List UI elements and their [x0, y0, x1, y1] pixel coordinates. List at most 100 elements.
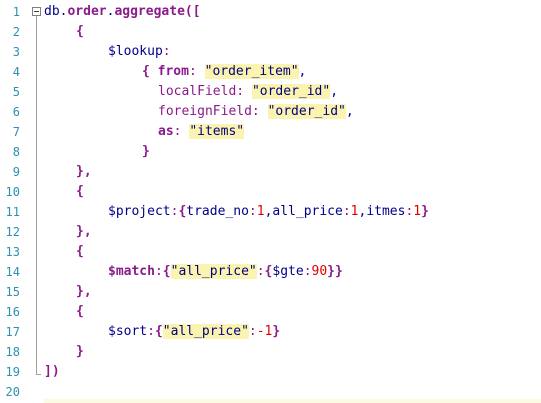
token: : — [405, 204, 414, 219]
code-line[interactable]: $project:{trade_no:1,all_price:1,itmes:1… — [108, 202, 429, 222]
line-number: 6 — [12, 105, 20, 119]
token: , — [330, 84, 339, 99]
code-line[interactable]: { from: "order_item", — [142, 62, 306, 82]
token: : — [248, 204, 257, 219]
token: , — [298, 64, 307, 79]
token: { — [76, 304, 84, 319]
line-number: 19 — [5, 365, 20, 379]
line-number: 20 — [5, 385, 20, 399]
code-line[interactable]: { — [76, 182, 84, 202]
token: . — [59, 4, 68, 19]
token: { — [178, 204, 187, 219]
token: ([ — [184, 4, 201, 19]
token: { — [76, 184, 84, 199]
token: : — [147, 324, 155, 339]
token: } — [142, 144, 150, 159]
line-number: 11 — [5, 205, 20, 219]
token: "all_price" — [170, 264, 257, 279]
line-number: 12 — [5, 225, 20, 239]
token: : — [303, 264, 312, 279]
line-number: 18 — [5, 345, 20, 359]
code-line[interactable]: }, — [76, 162, 92, 182]
line-number: 15 — [5, 285, 20, 299]
code-line[interactable]: } — [76, 342, 84, 362]
code-line[interactable]: ]) — [44, 362, 60, 382]
token: { — [76, 244, 84, 259]
line-number: 4 — [12, 65, 20, 79]
token: : — [256, 264, 265, 279]
current-line-highlight — [44, 399, 541, 403]
code-line[interactable]: } — [142, 142, 150, 162]
line-number: 5 — [12, 85, 20, 99]
token: order — [67, 4, 107, 19]
token: , — [345, 104, 354, 119]
code-line[interactable]: $match:{"all_price":{$gte:90}} — [108, 262, 343, 282]
token: $gte — [272, 264, 304, 279]
fold-guide-end — [36, 374, 41, 375]
token: }} — [327, 264, 343, 279]
code-line[interactable]: as: "items" — [158, 122, 245, 142]
token: $project — [108, 204, 171, 219]
token: 90 — [311, 264, 328, 279]
token: $lookup — [108, 44, 163, 59]
token: as — [158, 124, 174, 139]
token: 1 — [350, 204, 359, 219]
line-number: 13 — [5, 245, 20, 259]
line-number: 7 — [12, 125, 20, 139]
line-number: 17 — [5, 325, 20, 339]
token: all_price — [272, 204, 343, 219]
code-line[interactable]: { — [76, 302, 84, 322]
token: "order_id" — [267, 104, 346, 119]
line-number: 16 — [5, 305, 20, 319]
token: $sort — [108, 324, 148, 339]
token: { — [76, 24, 84, 39]
token: : — [154, 264, 163, 279]
token: "items" — [189, 124, 245, 139]
token: { — [142, 64, 158, 79]
line-number: 14 — [5, 265, 20, 279]
code-line[interactable]: db.order.aggregate([ — [44, 2, 201, 22]
token: itmes — [366, 204, 406, 219]
token: : — [173, 124, 190, 139]
token: 1 — [413, 204, 422, 219]
token: : — [162, 44, 171, 59]
fold-collapse-icon[interactable] — [32, 7, 41, 16]
token: localField — [158, 84, 237, 99]
token: }, — [76, 224, 92, 239]
token: aggregate — [114, 4, 185, 19]
token: { — [154, 324, 163, 339]
code-line[interactable]: { — [76, 242, 84, 262]
token: } — [421, 204, 429, 219]
code-line[interactable]: foreignField: "order_id", — [158, 102, 354, 122]
token: trade_no — [186, 204, 249, 219]
code-line[interactable]: localField: "order_id", — [158, 82, 338, 102]
token: : — [342, 204, 351, 219]
line-number: 1 — [12, 5, 20, 19]
token: from — [157, 64, 189, 79]
code-line[interactable]: { — [76, 22, 84, 42]
token: { — [162, 264, 171, 279]
code-line[interactable]: $lookup: — [108, 42, 171, 62]
line-number: 2 — [12, 25, 20, 39]
token: ]) — [44, 364, 60, 379]
token: "order_item" — [204, 64, 299, 79]
token: -1 — [256, 324, 273, 339]
token: : — [251, 104, 268, 119]
token: : — [170, 204, 179, 219]
line-number: 3 — [12, 45, 20, 59]
token: } — [76, 344, 84, 359]
line-number: 8 — [12, 145, 20, 159]
token: : — [188, 64, 205, 79]
line-number: 9 — [12, 165, 20, 179]
token: 1 — [256, 204, 265, 219]
token: }, — [76, 164, 92, 179]
line-number: 10 — [5, 185, 20, 199]
token: "order_id" — [251, 84, 331, 99]
code-line[interactable]: }, — [76, 222, 92, 242]
code-line[interactable]: $sort:{"all_price":-1} — [108, 322, 280, 342]
token: , — [264, 204, 273, 219]
token: }, — [76, 284, 92, 299]
code-line[interactable]: }, — [76, 282, 92, 302]
token: : — [236, 84, 252, 99]
